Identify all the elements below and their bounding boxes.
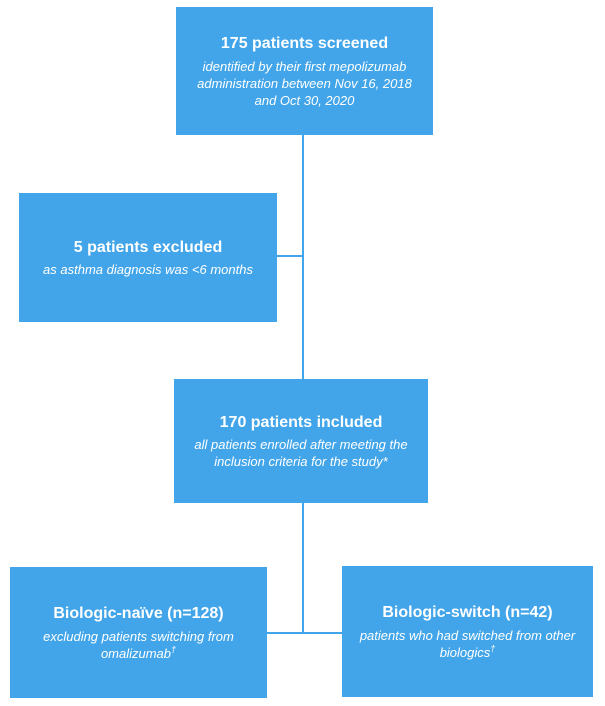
- box-patients-screened: 175 patients screened identified by thei…: [176, 7, 433, 135]
- box-biologic-switch: Biologic-switch (n=42) patients who had …: [342, 566, 593, 697]
- connector-excluded-branch: [276, 255, 303, 257]
- dagger-footnote-mark: †: [171, 644, 177, 655]
- connector-screened-to-included: [302, 135, 304, 379]
- box-included-title: 170 patients included: [219, 413, 383, 431]
- box-patients-excluded: 5 patients excluded as asthma diagnosis …: [19, 193, 277, 322]
- box-naive-title: Biologic-naïve (n=128): [53, 605, 224, 623]
- box-switch-title: Biologic-switch (n=42): [382, 604, 553, 622]
- connector-naive-to-switch: [266, 632, 344, 634]
- box-screened-title: 175 patients screened: [220, 34, 389, 52]
- box-naive-subtitle: excluding patients switching from omaliz…: [43, 628, 234, 661]
- box-excluded-title: 5 patients excluded: [73, 238, 223, 256]
- box-included-subtitle: all patients enrolled after meeting the …: [194, 437, 408, 470]
- dagger-footnote-mark: †: [490, 643, 496, 654]
- box-excluded-subtitle: as asthma diagnosis was <6 months: [43, 262, 253, 278]
- box-screened-subtitle: identified by their first mepolizumab ad…: [197, 58, 412, 108]
- box-patients-included: 170 patients included all patients enrol…: [174, 379, 428, 503]
- box-switch-subtitle: patients who had switched from other bio…: [359, 627, 576, 660]
- connector-included-down: [302, 503, 304, 634]
- box-biologic-naive: Biologic-naïve (n=128) excluding patient…: [10, 567, 267, 698]
